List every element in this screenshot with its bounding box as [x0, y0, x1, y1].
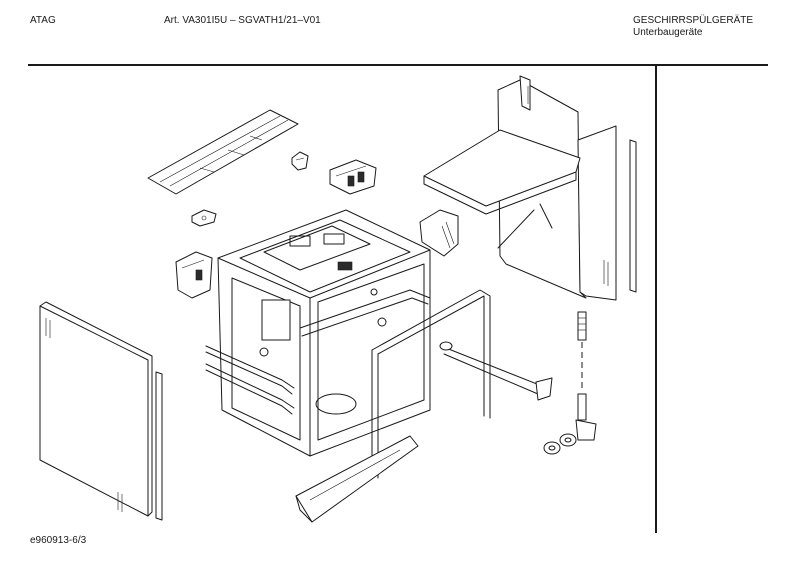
brand-label: ATAG [30, 15, 56, 26]
tub-rail-front [299, 289, 431, 337]
valve-nuts [543, 433, 577, 455]
product-subcategory: Unterbaugeräte [633, 27, 703, 38]
hinge-block-left [175, 251, 213, 299]
article-number: Art. VA301I5U – SGVATH1/21–V01 [164, 15, 321, 26]
header-rule [28, 64, 768, 66]
kick-plate [295, 435, 419, 523]
dishwasher-tub [217, 209, 431, 457]
strut-rod [497, 203, 553, 249]
side-rail-left [155, 371, 163, 521]
spray-arm [439, 341, 553, 401]
product-category: GESCHIRRSPÜLGERÄTE [633, 15, 754, 26]
dish-rack-bars [205, 345, 295, 415]
side-panel-left [39, 301, 153, 517]
side-rail-right [629, 139, 637, 293]
door-seal-frame [371, 289, 491, 479]
mounting-clip-top [291, 151, 309, 171]
corner-bracket-right [419, 209, 459, 257]
side-panel-right [497, 75, 617, 301]
water-hose [575, 311, 597, 441]
margin-rule [655, 65, 657, 533]
drawing-code: e960913-6/3 [30, 535, 87, 546]
insulation-sheet [147, 109, 299, 195]
base-tray-right [423, 129, 581, 215]
mounting-clip-left [191, 209, 217, 227]
hinge-block-top [329, 159, 377, 195]
